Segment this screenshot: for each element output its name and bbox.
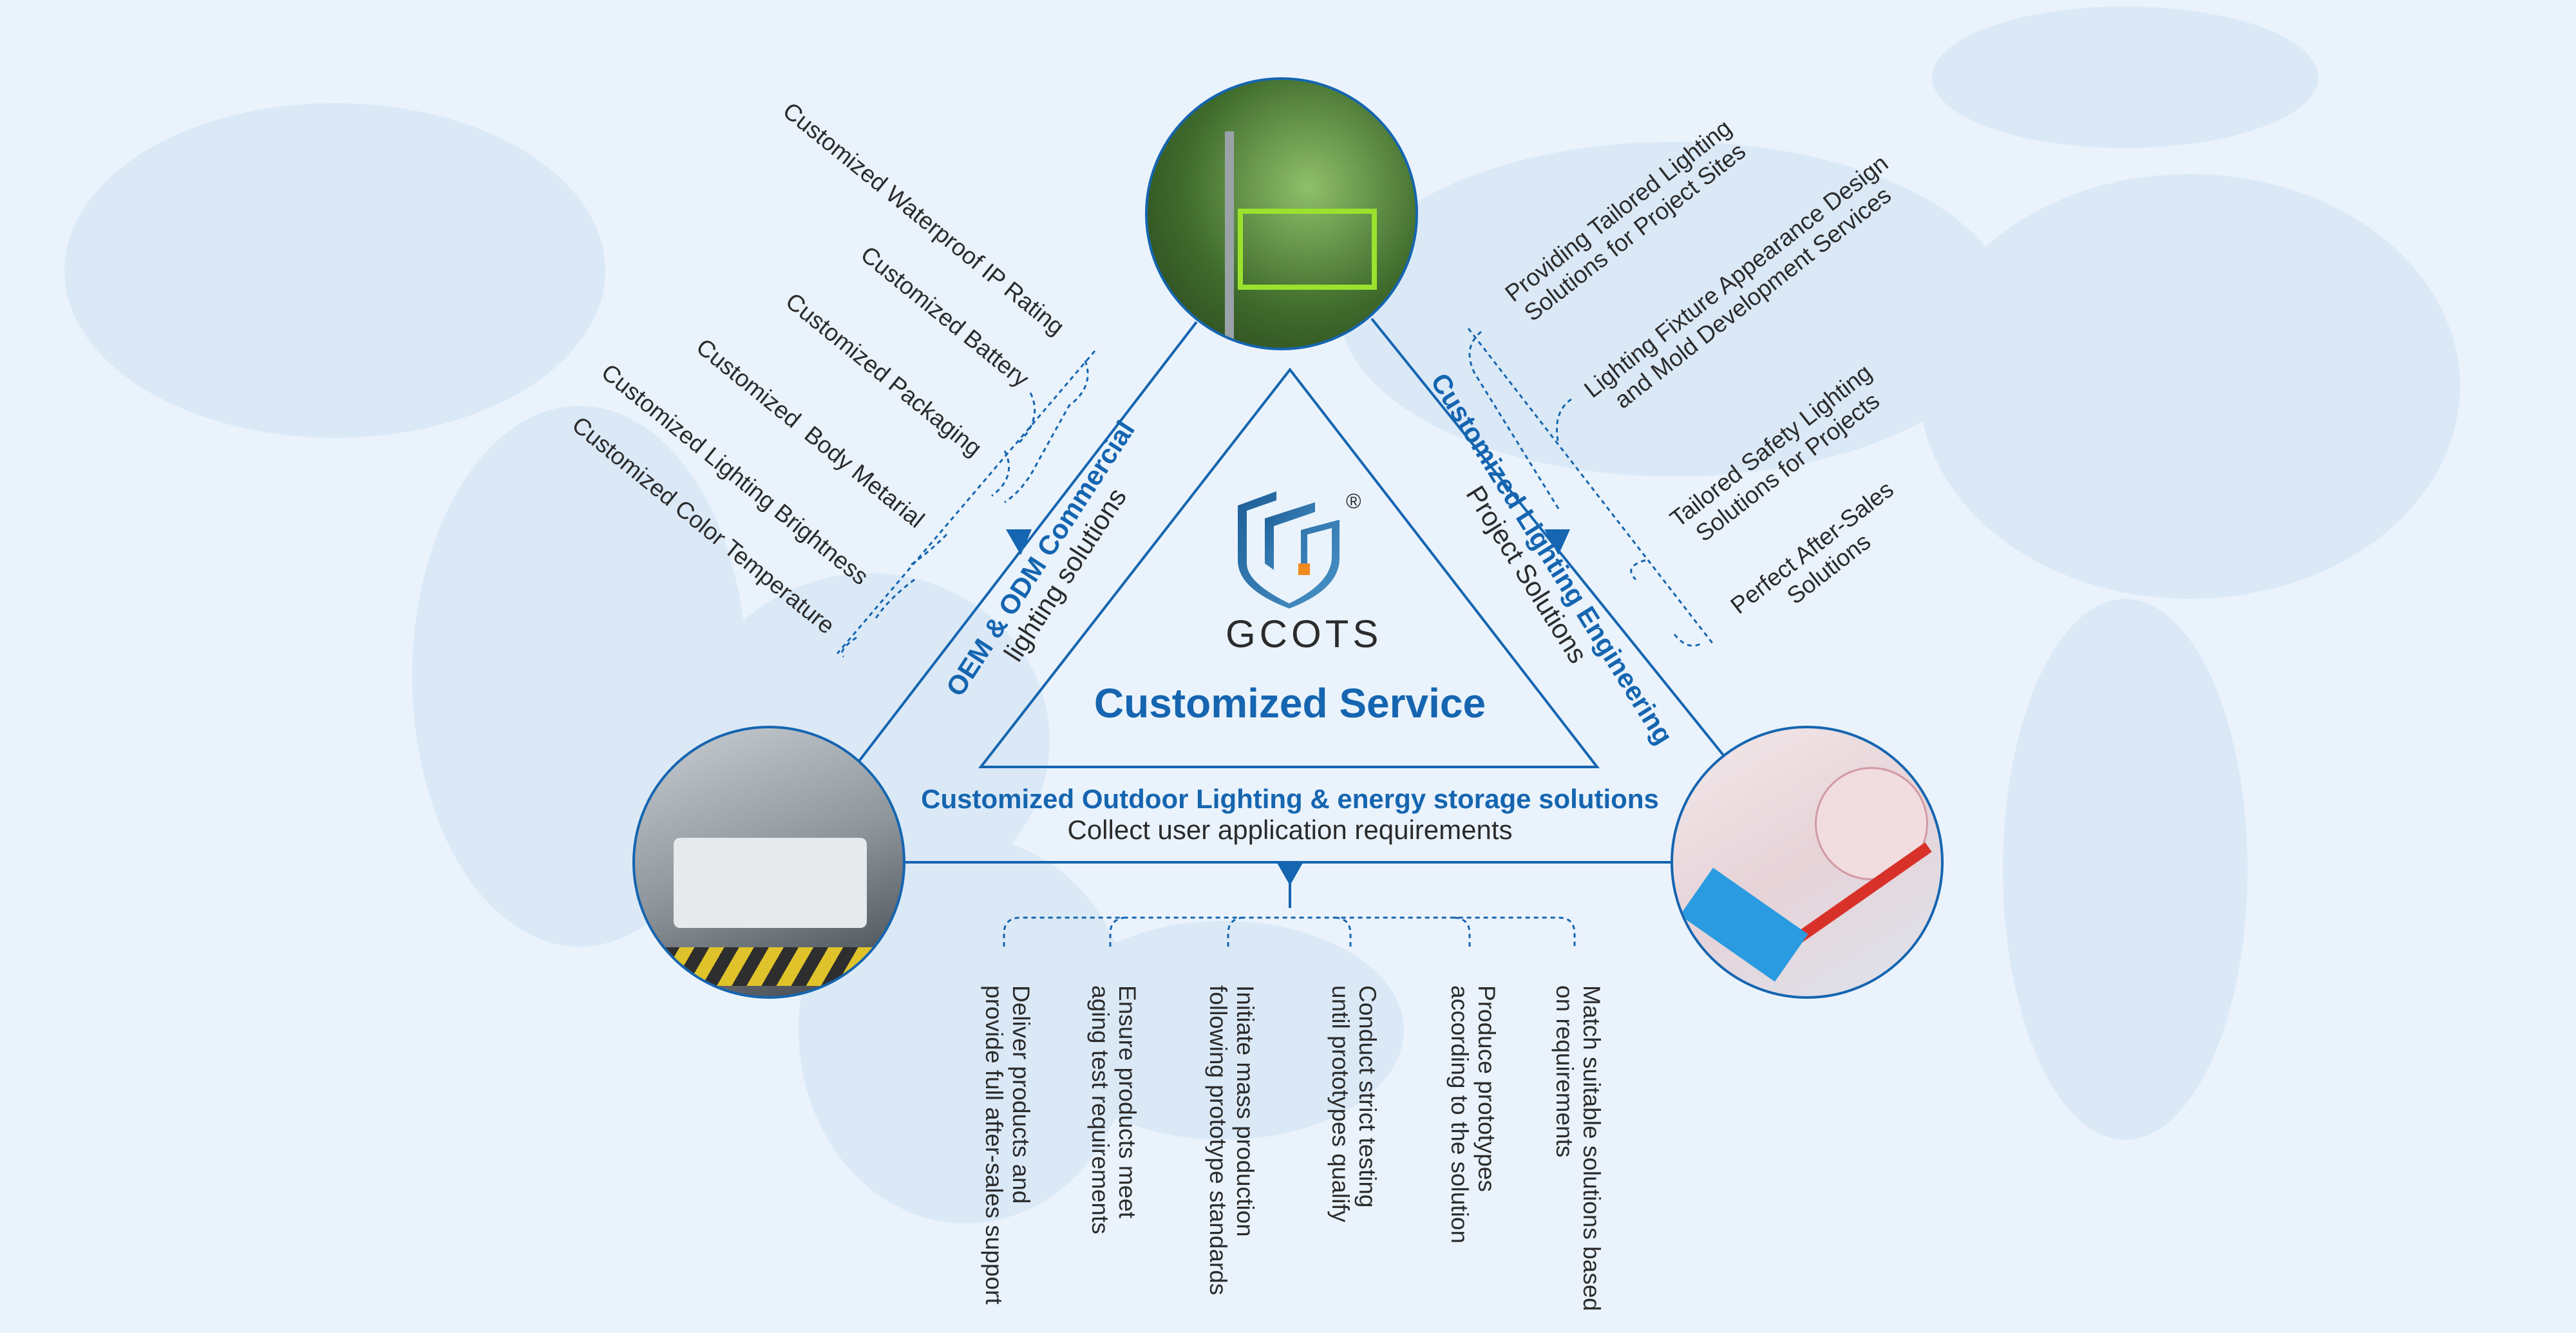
bottom-step-line1: Conduct strict testing xyxy=(1354,985,1381,1208)
bottom-step-line2: provide full after-sales support xyxy=(981,985,1007,1305)
left-branch-connector xyxy=(836,350,1096,658)
bottom-step-line2: following prototype standards xyxy=(1205,985,1231,1296)
bottom-branch-connector xyxy=(1003,916,1576,947)
inner-triangle xyxy=(978,367,1600,768)
bottom-step-line2: according to the solution xyxy=(1446,985,1473,1244)
bottom-step-line2: until prototypes qualify xyxy=(1327,985,1354,1223)
left-marker-triangle xyxy=(1006,529,1032,555)
bottom-step-line1: Deliver products and xyxy=(1008,985,1034,1204)
pole xyxy=(1225,131,1234,348)
bottom-marker-triangle xyxy=(1277,863,1303,885)
design-drawing-photo xyxy=(1671,726,1944,999)
bottom-step-line2: aging test requirements xyxy=(1087,985,1113,1234)
bottom-branch-subtitle: Collect user application requirements xyxy=(1067,815,1513,845)
bottom-branch-title: Customized Outdoor Lighting & energy sto… xyxy=(921,784,1659,814)
factory-photo xyxy=(632,726,905,999)
bottom-step-line1: Ensure products meet xyxy=(1114,985,1141,1218)
bottom-step-line1: Produce prototypes xyxy=(1473,985,1500,1192)
bottom-step-line2: on requirements xyxy=(1551,985,1578,1158)
bottom-step-line1: Initiate mass production xyxy=(1232,985,1258,1237)
bottom-step-line1: Match suitable solutions based xyxy=(1578,985,1605,1311)
center-title: Customized Service xyxy=(1094,680,1486,726)
right-marker-triangle xyxy=(1544,529,1570,555)
lift-platform xyxy=(1238,209,1377,290)
brand-name: GCOTS xyxy=(1226,612,1383,656)
registered-mark: ® xyxy=(1346,489,1361,513)
gcots-logo-icon xyxy=(1238,491,1340,609)
installation-photo xyxy=(1145,77,1418,350)
